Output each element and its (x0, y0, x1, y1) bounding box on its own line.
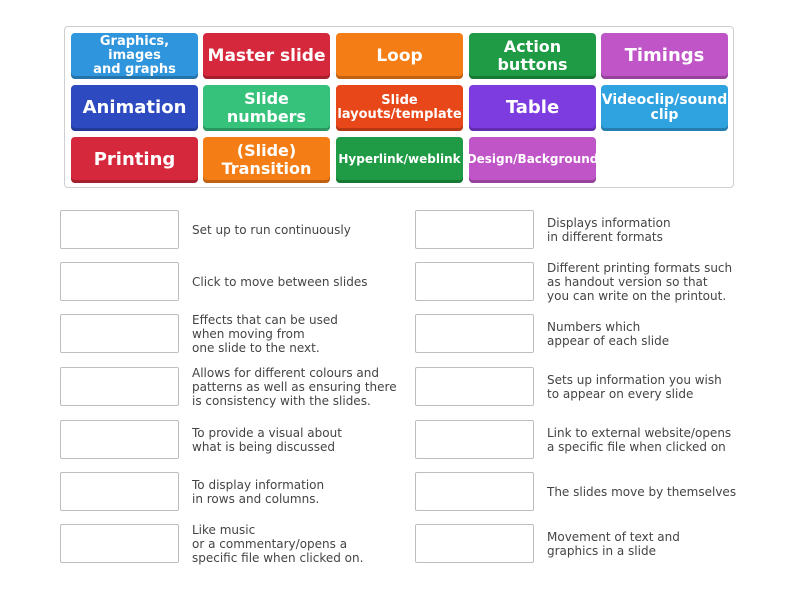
clue-right-6: Movement of text and graphics in a slide (547, 530, 680, 558)
tile-8[interactable]: Table (469, 85, 596, 131)
tile-7[interactable]: Slide layouts/template (336, 85, 463, 131)
clue-right-1: Different printing formats such as hando… (547, 261, 733, 303)
tile-10[interactable]: Printing (71, 137, 198, 183)
tile-2[interactable]: Loop (336, 33, 463, 79)
clue-left-2: Effects that can be used when moving fro… (192, 313, 338, 355)
drop-target-left-1[interactable] (60, 262, 179, 301)
drop-target-left-6[interactable] (60, 524, 179, 563)
tile-11[interactable]: (Slide) Transition (203, 137, 330, 183)
drop-target-left-5[interactable] (60, 472, 179, 511)
clue-left-1: Click to move between slides (192, 275, 368, 289)
tile-4[interactable]: Timings (601, 33, 728, 79)
clue-right-2: Numbers which appear of each slide (547, 320, 670, 348)
drop-target-left-2[interactable] (60, 314, 179, 353)
drop-target-right-0[interactable] (415, 210, 534, 249)
drop-target-left-0[interactable] (60, 210, 179, 249)
tile-5[interactable]: Animation (71, 85, 198, 131)
clue-left-5: To display information in rows and colum… (192, 478, 325, 506)
tile-0[interactable]: Graphics, images and graphs (71, 33, 198, 79)
tile-13[interactable]: Design/Background (469, 137, 596, 183)
clue-left-4: To provide a visual about what is being … (192, 426, 342, 454)
clue-left-6: Like music or a commentary/opens a speci… (192, 523, 364, 565)
drop-target-right-1[interactable] (415, 262, 534, 301)
drop-target-right-5[interactable] (415, 472, 534, 511)
clue-right-0: Displays information in different format… (547, 216, 671, 244)
tile-9[interactable]: Videoclip/sound clip (601, 85, 728, 131)
drop-target-left-4[interactable] (60, 420, 179, 459)
drop-target-right-3[interactable] (415, 367, 534, 406)
drop-target-left-3[interactable] (60, 367, 179, 406)
drop-target-right-2[interactable] (415, 314, 534, 353)
tile-3[interactable]: Action buttons (469, 33, 596, 79)
clue-right-3: Sets up information you wish to appear o… (547, 373, 722, 401)
tile-6[interactable]: Slide numbers (203, 85, 330, 131)
clue-right-4: Link to external website/opens a specifi… (547, 426, 732, 454)
clue-right-5: The slides move by themselves (547, 485, 737, 499)
clue-left-3: Allows for different colours and pattern… (192, 366, 397, 408)
tile-12[interactable]: Hyperlink/weblink (336, 137, 463, 183)
clue-left-0: Set up to run continuously (192, 223, 351, 237)
drop-target-right-6[interactable] (415, 524, 534, 563)
tile-1[interactable]: Master slide (203, 33, 330, 79)
drop-target-right-4[interactable] (415, 420, 534, 459)
